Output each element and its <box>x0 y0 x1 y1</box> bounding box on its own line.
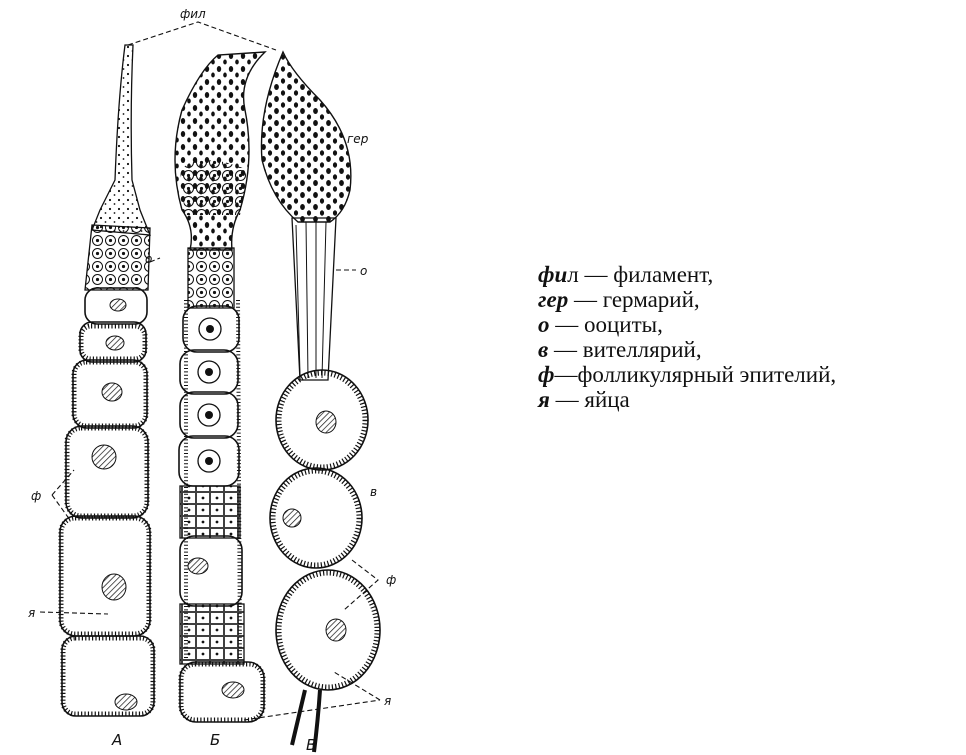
label-f-left: ф <box>31 489 41 503</box>
legend-item-v: в — вителлярий, <box>538 337 836 362</box>
label-ya-left: я <box>28 606 35 620</box>
vitellarium-c <box>292 218 336 380</box>
legend-item-ya: я — яйца <box>538 387 836 412</box>
legend-item-f: ф—фолликулярный эпителий, <box>538 362 836 387</box>
ovariole-b <box>175 52 265 722</box>
ovariole-a <box>60 45 154 716</box>
label-f-right: ф <box>386 573 396 587</box>
caption-c: В <box>306 736 316 754</box>
legend-item-ger: гер — гермарий, <box>538 287 836 312</box>
follicle-a5 <box>60 516 150 636</box>
legend: фил — филамент, гер — гермарий, о — ооци… <box>538 262 836 412</box>
label-o-left: о <box>145 252 152 266</box>
legend-item-o: о — ооциты, <box>538 312 836 337</box>
germarium-a <box>85 225 150 290</box>
germarium-b <box>175 52 265 250</box>
caption-b: Б <box>210 731 220 749</box>
label-o-right: о <box>360 264 367 278</box>
ovariole-c <box>261 52 380 752</box>
label-ya-right: я <box>384 694 391 708</box>
label-v: в <box>370 485 377 499</box>
label-fil: фил <box>180 7 206 21</box>
label-ger: гер <box>347 132 369 146</box>
ovariole-figure: фил гер о о ф ф я я в А Б В <box>0 0 520 755</box>
follicle-a4 <box>66 426 148 518</box>
ovariole-drawing: фил гер о о ф ф я я в А Б В <box>0 0 520 755</box>
filament-a <box>92 45 150 235</box>
follicle-a6 <box>62 636 154 716</box>
caption-a: А <box>111 731 122 749</box>
germarium-c <box>261 52 350 222</box>
legend-item-fil: фил — филамент, <box>538 262 836 287</box>
